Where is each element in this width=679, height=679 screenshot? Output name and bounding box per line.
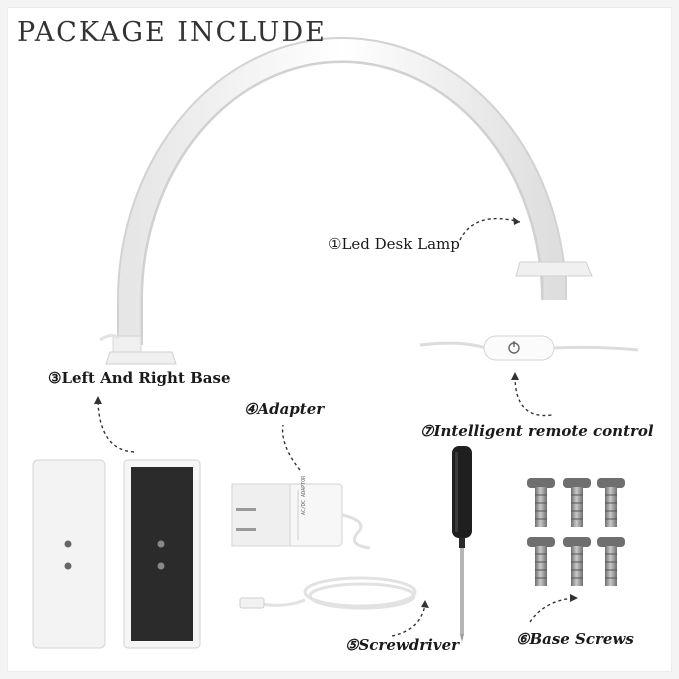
label-left-right-base: ③Left And Right Base bbox=[48, 369, 231, 387]
arrow-heads bbox=[94, 217, 578, 608]
base-screws bbox=[527, 478, 625, 586]
label-remote-control: ⑦Intelligent remote control bbox=[420, 422, 654, 440]
led-desk-lamp bbox=[99, 37, 593, 365]
label-adapter: ④Adapter bbox=[244, 400, 325, 418]
page-title: PACKAGE INCLUDE bbox=[17, 17, 327, 48]
screwdriver bbox=[452, 446, 472, 642]
label-base-screws: ⑥Base Screws bbox=[516, 630, 634, 648]
power-adapter: AC/DC ADAPTOR bbox=[231, 475, 417, 610]
label-led-desk-lamp: ①Led Desk Lamp bbox=[328, 235, 460, 253]
adapter-print: AC/DC ADAPTOR bbox=[301, 475, 307, 515]
base-plates bbox=[32, 459, 201, 649]
label-screwdriver: ⑤Screwdriver bbox=[345, 636, 460, 654]
remote-control bbox=[419, 335, 639, 361]
